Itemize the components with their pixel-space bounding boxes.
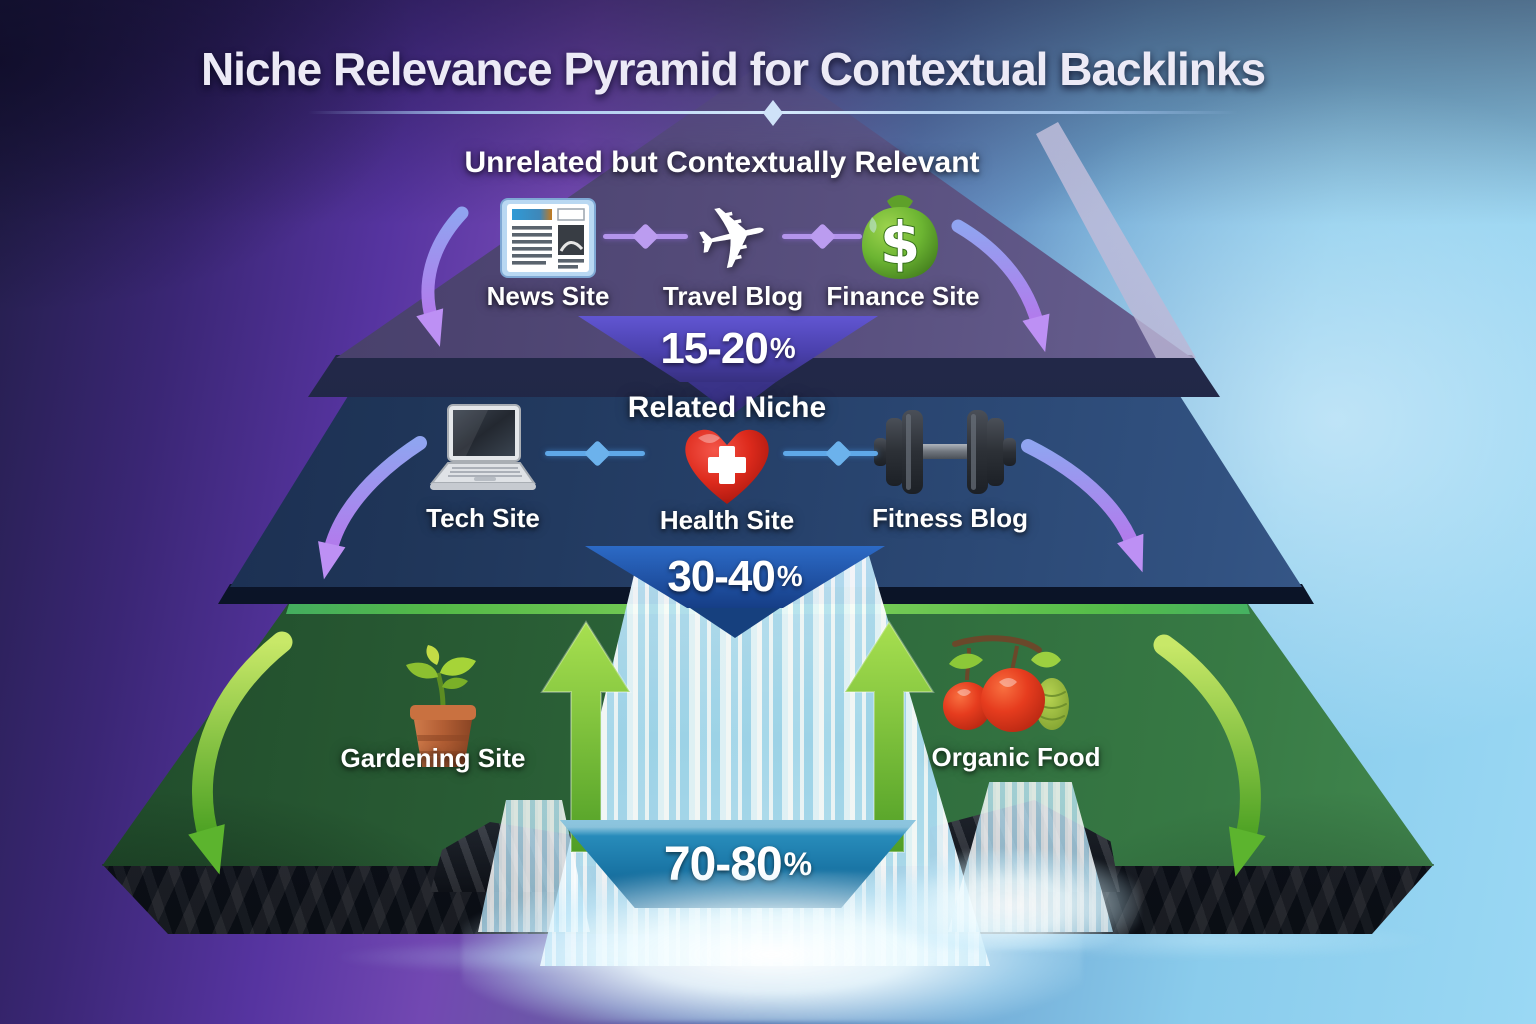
item-label-tech-site: Tech Site: [426, 503, 540, 533]
money-bag-icon: $: [854, 187, 946, 283]
item-label-gardening-site: Gardening Site: [340, 743, 526, 773]
tier-middle-heading: Related Niche: [627, 391, 827, 424]
divider-diamond: [763, 100, 783, 126]
tier-top-heading: Unrelated but Contextually Relevant: [464, 146, 980, 179]
badge-top-unit: %: [769, 332, 796, 365]
badge-middle-value: 30-40: [667, 552, 776, 601]
item-label-travel-blog: Travel Blog: [662, 281, 804, 311]
dollar-glyph: $: [880, 209, 920, 277]
item-label-health-site: Health Site: [659, 505, 795, 535]
newspaper-icon: [498, 193, 598, 281]
airplane-icon: ✈: [673, 179, 793, 295]
page-title: Niche Relevance Pyramid for Contextual B…: [200, 43, 1266, 95]
heart-cross-icon: [678, 420, 776, 508]
fruits-icon: [939, 630, 1081, 742]
badge-middle-unit: %: [776, 560, 803, 593]
item-label-finance-site: Finance Site: [826, 281, 980, 311]
splash-foam-small: [880, 850, 1140, 950]
item-label-fitness-blog: Fitness Blog: [871, 503, 1029, 533]
dumbbell-icon: [870, 406, 1020, 498]
potted-plant-icon: [384, 643, 502, 771]
laptop-icon: [424, 403, 542, 495]
badge-top-value: 15-20: [660, 324, 769, 373]
item-label-news-site: News Site: [486, 281, 610, 311]
item-label-organic-food: Organic Food: [931, 742, 1101, 772]
